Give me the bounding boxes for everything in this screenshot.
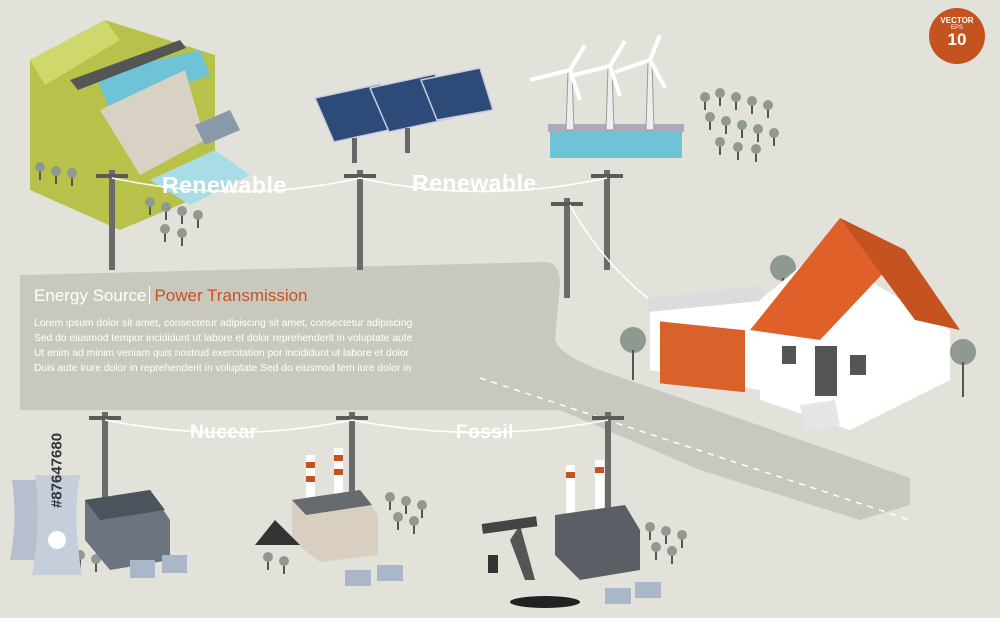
house-icon [648, 218, 960, 430]
badge-vector: VECTOR [940, 16, 974, 25]
power-lines-bottom [104, 419, 609, 434]
title-energy-source: Energy Source [34, 286, 147, 305]
info-body: Lorem ipsum dolor sit amet, consectetur … [34, 316, 464, 376]
title-separator [149, 286, 151, 304]
info-line: Duis aute irure dolor in reprehenderit i… [34, 363, 412, 374]
road-dash [479, 377, 911, 521]
oil-pump-icon [481, 460, 661, 608]
flow-label-nuclear: Nucear [190, 422, 258, 443]
solar-panel-icon [313, 67, 494, 163]
info-line: Ut enim ad minim veniam quis nostrud exe… [34, 348, 409, 359]
info-line: Sed do eiusmod tempor incididunt ut labo… [34, 333, 413, 344]
badge-eps: EPS [950, 25, 963, 31]
title-power-transmission: Power Transmission [154, 286, 308, 305]
info-line: Lorem ipsum dolor sit amet, consectetur … [34, 318, 413, 329]
flow-label-fossil: Fossil [456, 422, 514, 443]
vector-eps-badge: VECTOR EPS 10 [929, 8, 985, 64]
badge-version: 10 [947, 30, 967, 49]
info-title: Energy Source Power Transmission [34, 286, 464, 306]
stock-id: #87647680 [48, 432, 66, 509]
coal-plant-icon [255, 448, 403, 586]
hydro-dam-icon [30, 20, 250, 230]
info-panel: Energy Source Power Transmission Lorem ip… [34, 286, 464, 376]
flow-label-renewable-1: Renewable [162, 172, 287, 198]
power-lines-top [111, 177, 651, 301]
nuclear-plant-icon [10, 475, 187, 578]
wind-turbine-icon [529, 34, 684, 158]
flow-label-renewable-2: Renewable [412, 170, 537, 196]
transmission-road [20, 262, 910, 520]
